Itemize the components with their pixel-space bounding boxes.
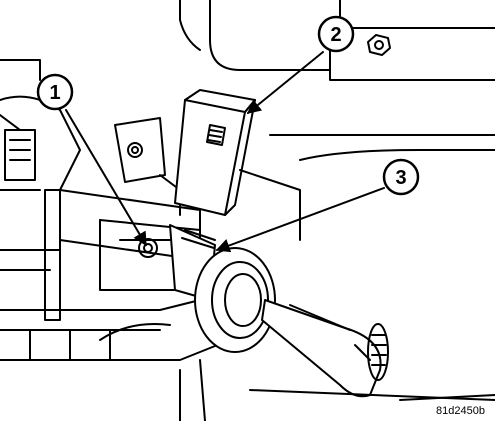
clockspring-module — [174, 89, 256, 216]
callout-1: 1 — [36, 73, 74, 111]
callout-3-label: 3 — [395, 167, 406, 189]
figure-code: 81d2450b — [436, 405, 485, 417]
callout-1-label: 1 — [49, 82, 60, 104]
switch-stalk — [261, 299, 389, 398]
retaining-nut — [367, 34, 391, 56]
lower-structure — [179, 359, 495, 421]
callout-2-label: 2 — [330, 24, 341, 46]
multifunction-switch — [169, 224, 276, 353]
leader-arrow-1 — [65, 109, 147, 247]
leader-arrow-3 — [215, 187, 385, 253]
mounting-bracket — [114, 117, 181, 216]
wiring-connector — [0, 114, 36, 181]
callout-2: 2 — [317, 15, 355, 53]
callout-3: 3 — [382, 158, 420, 196]
leader-arrow-2 — [246, 51, 324, 114]
screw — [138, 238, 158, 258]
